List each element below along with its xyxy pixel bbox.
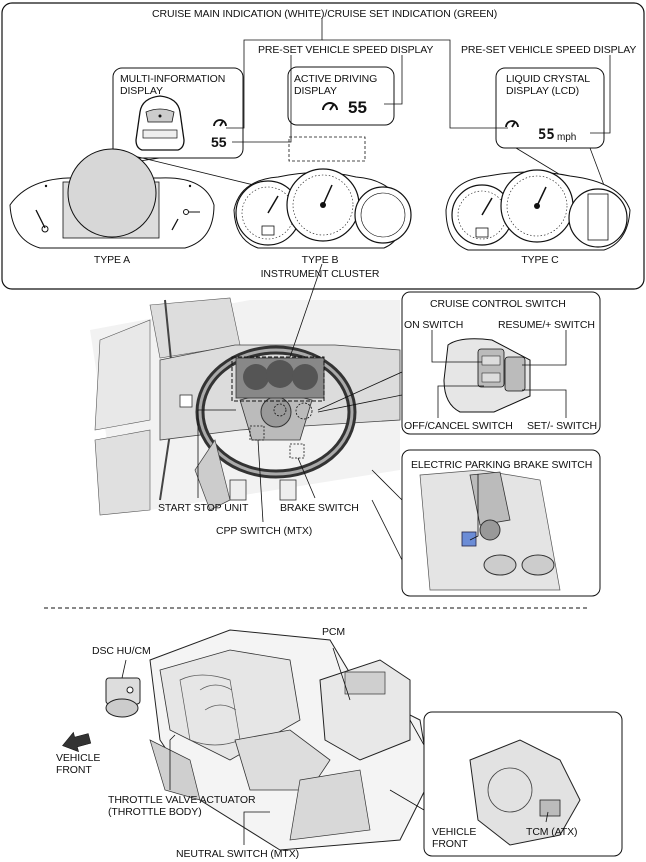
label-start-stop-unit: START STOP UNIT — [158, 502, 249, 514]
leader-preset-c — [590, 55, 611, 134]
vehicle-front-arrow-icon — [62, 731, 92, 753]
label-tcm: TCM (ATX) — [526, 826, 578, 838]
label-resume-switch: RESUME/+ SWITCH — [498, 319, 595, 331]
label-dsc: DSC HU/CM — [92, 645, 151, 657]
cruise-indicator-icon — [505, 120, 519, 128]
add-speed-readout: 55 — [348, 98, 367, 117]
leader-cruise-lcd — [322, 39, 508, 129]
lcd-unit-readout: mph — [557, 132, 577, 143]
cluster-type-c — [445, 169, 631, 251]
leader-preset-b — [384, 55, 403, 105]
cruise-indicator-icon — [322, 102, 338, 111]
label-preset-speed-display-b: PRE-SET VEHICLE SPEED DISPLAY — [258, 44, 434, 56]
transmission-drawing — [469, 739, 581, 846]
dsc-hu-cm-drawing — [105, 677, 141, 718]
label-type-a: TYPE A — [93, 254, 131, 266]
label-type-c: TYPE C — [521, 254, 559, 266]
cruise-indicator-icon — [213, 119, 227, 127]
mid-speed-readout: 55 — [211, 134, 227, 150]
leader-cruise-indication — [226, 18, 323, 129]
cruise-switch-drawing — [443, 338, 531, 413]
label-off-cancel-switch: OFF/CANCEL SWITCH — [404, 420, 513, 432]
epb-console-drawing — [419, 469, 561, 591]
leader-preset-mid2 — [232, 55, 292, 143]
active-driving-callout — [287, 66, 395, 126]
lcd-callout — [495, 67, 605, 149]
label-instrument-cluster: INSTRUMENT CLUSTER — [260, 268, 380, 280]
cruise-switch-location — [295, 402, 313, 420]
label-cruise-control-switch: CRUISE CONTROL SWITCH — [430, 298, 566, 310]
label-multi-info-display: MULTI-INFORMATION DISPLAY — [120, 73, 226, 97]
label-brake-switch: BRAKE SWITCH — [280, 502, 359, 514]
lcd-speed-readout: 55 — [538, 127, 555, 143]
label-set-switch: SET/- SWITCH — [527, 420, 597, 432]
label-preset-speed-display-c: PRE-SET VEHICLE SPEED DISPLAY — [461, 44, 637, 56]
label-lcd: LIQUID CRYSTAL DISPLAY (LCD) — [506, 73, 590, 97]
label-throttle: THROTTLE VALVE ACTUATOR (THROTTLE BODY) — [108, 794, 256, 818]
label-cruise-indication: CRUISE MAIN INDICATION (WHITE)/CRUISE SE… — [152, 8, 498, 20]
label-cpp-switch: CPP SWITCH (MTX) — [216, 525, 313, 537]
label-on-switch: ON SWITCH — [404, 319, 464, 331]
dashboard-illustration — [90, 297, 401, 516]
label-vehicle-front-1: VEHICLE FRONT — [56, 752, 101, 776]
active-driving-position — [288, 136, 366, 162]
label-pcm: PCM — [322, 626, 346, 638]
cluster-location-box — [231, 356, 325, 402]
label-epb-switch: ELECTRIC PARKING BRAKE SWITCH — [411, 459, 593, 471]
label-neutral-switch: NEUTRAL SWITCH (MTX) — [176, 848, 300, 860]
cpp-switch-location — [249, 425, 265, 441]
label-type-b: TYPE B — [301, 254, 339, 266]
label-active-driving-display: ACTIVE DRIVING DISPLAY — [294, 73, 378, 97]
cluster-type-a — [9, 148, 215, 249]
engine-illustration — [149, 629, 431, 851]
brake-switch-location — [289, 443, 305, 459]
start-stop-location — [273, 403, 287, 417]
label-vehicle-front-2: VEHICLE FRONT — [432, 826, 477, 850]
car-front-icon — [135, 95, 185, 151]
cluster-type-b — [233, 168, 412, 249]
